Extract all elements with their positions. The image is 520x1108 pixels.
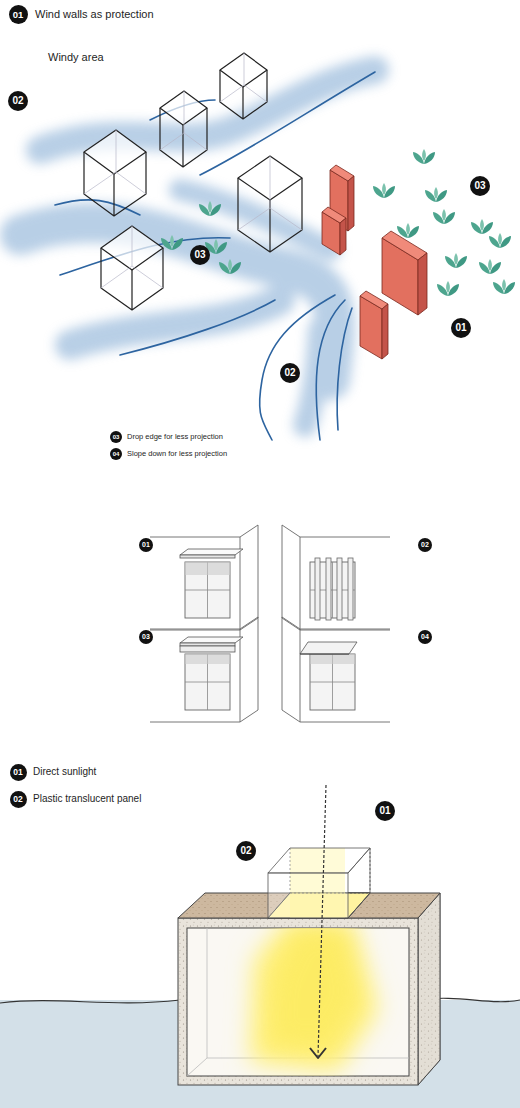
callout-number: 01 — [375, 801, 395, 821]
skylight-panel — [268, 848, 370, 918]
plants — [161, 149, 515, 296]
shading-sketch-2 — [282, 525, 390, 630]
sun-ray-arrow — [310, 785, 326, 1058]
callout-number: 03 — [139, 630, 153, 644]
label-text: Drop edge for less projection — [127, 433, 223, 442]
shading-sketch-1 — [150, 525, 258, 630]
shading-sketch-3 — [150, 617, 258, 722]
callout-number: 02 — [418, 538, 432, 552]
wind-walls — [322, 165, 427, 359]
callout-number: 03 — [190, 245, 210, 265]
building-section — [178, 893, 440, 1085]
callout-number: 01 — [9, 5, 28, 24]
callout-number: 02 — [8, 91, 28, 111]
label-text: Wind walls as protection — [35, 8, 154, 21]
callout-number: 02 — [10, 791, 27, 808]
callout-number: 01 — [139, 538, 153, 552]
callout-number: 02 — [236, 841, 256, 861]
callout-number: 04 — [110, 448, 122, 460]
label-text: Direct sunlight — [33, 766, 96, 778]
callout-number: 01 — [451, 318, 471, 338]
building-cubes — [84, 53, 302, 310]
label-text: Slope down for less projection — [127, 450, 227, 459]
label-text: Plastic translucent panel — [33, 793, 141, 805]
callout-number: 01 — [10, 764, 27, 781]
label-text: Windy area — [48, 51, 104, 64]
callout-number: 04 — [418, 630, 432, 644]
callout-number: 03 — [470, 176, 490, 196]
callout-number: 03 — [110, 431, 122, 443]
wind-bands — [20, 70, 375, 425]
wind-lines — [55, 72, 375, 440]
callout-number: 02 — [280, 363, 300, 383]
shading-sketch-4 — [282, 617, 390, 722]
